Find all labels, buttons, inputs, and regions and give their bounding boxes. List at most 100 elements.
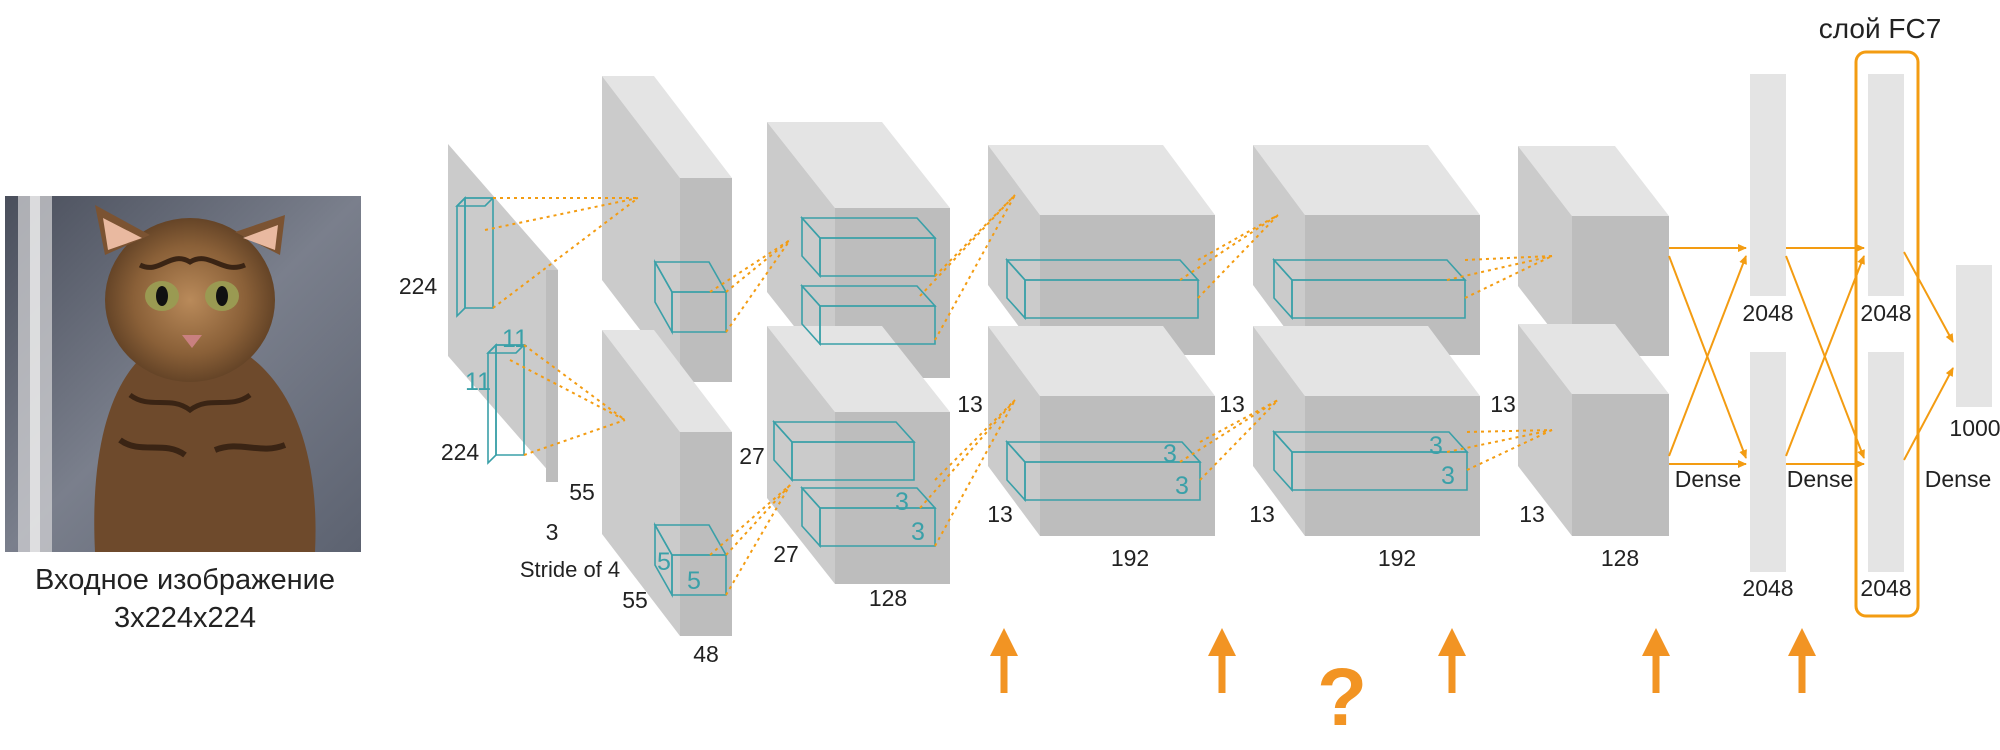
conv2-top-block-top bbox=[767, 122, 950, 208]
connector-conv4-conv5-2 bbox=[1464, 255, 1553, 299]
conv1-bottom-block-top bbox=[602, 330, 732, 432]
conv3-top-block-top bbox=[988, 145, 1215, 215]
label-input-height: 224 bbox=[399, 273, 438, 299]
input-caption-line2: 3x224x224 bbox=[114, 602, 256, 634]
conv3-kernel-top-side bbox=[1006, 257, 1026, 321]
connector-conv4-conv5-4 bbox=[1466, 429, 1553, 433]
connector-conv2-conv3-3 bbox=[919, 194, 1016, 297]
question-mark: ? bbox=[1317, 652, 1367, 743]
label-conv5-height: 13 bbox=[1490, 391, 1516, 417]
label-conv4-height: 13 bbox=[1219, 391, 1245, 417]
connector-conv4-conv5-1 bbox=[1464, 255, 1553, 261]
conv3-bottom-block-top bbox=[988, 326, 1215, 396]
input-kernel-bottom-side bbox=[487, 343, 497, 465]
connector-conv3-conv4-6 bbox=[1179, 399, 1279, 463]
conv3-kernel-bottom-side bbox=[1006, 439, 1026, 503]
arrow-fc2-output-top bbox=[1903, 251, 1954, 343]
label-dense-3: Dense bbox=[1925, 466, 1991, 492]
arrow-fc2-output-bottom bbox=[1903, 367, 1954, 461]
label-conv3-depth: 192 bbox=[1111, 545, 1149, 571]
connector-conv1-conv2-1 bbox=[709, 239, 791, 293]
connector-conv1-conv2-5 bbox=[725, 484, 791, 556]
conv2-kernel-bottom-1-side bbox=[773, 419, 793, 483]
label-input-width: 224 bbox=[441, 439, 480, 465]
connector-conv4-conv5-5 bbox=[1466, 429, 1553, 471]
conv2-kernel-top-2-side bbox=[801, 283, 821, 347]
label-kernel-11-b: 11 bbox=[465, 368, 491, 396]
label-conv3-width: 13 bbox=[987, 501, 1013, 527]
output-bar bbox=[1956, 265, 1992, 407]
conv3-top-block-side bbox=[988, 145, 1040, 355]
connector-conv3-conv4-2 bbox=[1197, 214, 1279, 299]
fc7-highlight-box bbox=[1854, 50, 1920, 618]
fc2-bottom-bar bbox=[1868, 352, 1904, 572]
conv3-bottom-block-side bbox=[988, 326, 1040, 536]
label-fc1-top: 2048 bbox=[1742, 300, 1793, 326]
label-conv5-depth: 128 bbox=[1601, 545, 1639, 571]
label-kernel-3-c: 3 bbox=[1163, 440, 1177, 468]
conv1-bottom-block-side bbox=[602, 330, 680, 636]
connector-conv2-conv3-6 bbox=[919, 399, 1016, 509]
conv2-kernel-bottom-2-side bbox=[801, 485, 821, 549]
input-volume-edge bbox=[546, 270, 558, 482]
conv1-kernel-top-side bbox=[654, 258, 673, 336]
fc1-bottom-bar bbox=[1750, 352, 1786, 572]
conv5-top-block-side bbox=[1518, 146, 1572, 356]
label-stride: Stride of 4 bbox=[520, 557, 620, 582]
label-kernel-11-a: 11 bbox=[502, 325, 528, 353]
conv4-kernel-top-side bbox=[1273, 257, 1293, 321]
connector-input-conv1-5 bbox=[509, 359, 626, 421]
arrow-fc1-fc2-cross-2 bbox=[1785, 255, 1865, 457]
conv4-top-block-top bbox=[1253, 145, 1480, 215]
label-output: 1000 bbox=[1949, 415, 2000, 441]
label-fc2-top: 2048 bbox=[1860, 300, 1911, 326]
conv4-bottom-block-top bbox=[1253, 326, 1480, 396]
fc2-top-bar bbox=[1868, 74, 1904, 296]
label-fc2-bottom: 2048 bbox=[1860, 575, 1911, 601]
connector-conv3-conv4-5 bbox=[1199, 399, 1279, 481]
label-conv4-width: 13 bbox=[1249, 501, 1275, 527]
label-kernel-5-a: 5 bbox=[657, 548, 671, 576]
label-conv2-height: 27 bbox=[739, 443, 765, 469]
label-conv2-depth: 128 bbox=[869, 585, 907, 611]
label-kernel-5-b: 5 bbox=[687, 567, 701, 595]
conv2-bottom-block-front bbox=[835, 412, 950, 584]
up-arrow-2-head bbox=[1208, 628, 1236, 656]
connector-conv3-conv4-3 bbox=[1179, 214, 1279, 281]
connector-conv1-conv2-6 bbox=[725, 484, 791, 596]
label-kernel-3-d: 3 bbox=[1175, 472, 1189, 500]
conv1-kernel-bottom-side bbox=[654, 521, 673, 599]
up-arrow-5-head bbox=[1788, 628, 1816, 656]
input-kernel-top-side bbox=[456, 196, 466, 318]
label-dense-1: Dense bbox=[1675, 466, 1741, 492]
label-input-depth: 3 bbox=[546, 519, 559, 545]
connector-conv2-conv3-1 bbox=[934, 194, 1016, 277]
label-kernel-3-b: 3 bbox=[911, 518, 925, 546]
label-kernel-3-e: 3 bbox=[1429, 432, 1443, 460]
label-kernel-3-a: 3 bbox=[895, 488, 909, 516]
conv1-bottom-block-front bbox=[680, 432, 732, 636]
label-fc7: слой FC7 bbox=[1819, 13, 1942, 44]
input-image bbox=[5, 196, 361, 552]
conv1-top-block-front bbox=[680, 178, 732, 382]
arrow-conv5-fc1-cross-2 bbox=[1668, 255, 1747, 457]
connector-conv1-conv2-3 bbox=[725, 239, 791, 333]
conv2-bottom-block-side bbox=[767, 326, 835, 584]
up-arrow-1-head bbox=[990, 628, 1018, 656]
label-conv4-depth: 192 bbox=[1378, 545, 1416, 571]
label-kernel-3-f: 3 bbox=[1441, 462, 1455, 490]
label-fc1-bottom: 2048 bbox=[1742, 575, 1793, 601]
fc1-top-bar bbox=[1750, 74, 1786, 296]
label-conv5-width: 13 bbox=[1519, 501, 1545, 527]
input-caption-line1: Входное изображение bbox=[35, 564, 335, 596]
conv5-bottom-block-top bbox=[1518, 324, 1669, 394]
conv5-top-block-top bbox=[1518, 146, 1669, 216]
up-arrow-4-head bbox=[1642, 628, 1670, 656]
up-arrow-3-head bbox=[1438, 628, 1466, 656]
conv1-top-block-top bbox=[602, 76, 732, 178]
label-conv1-height: 55 bbox=[569, 479, 595, 505]
label-conv3-height: 13 bbox=[957, 391, 983, 417]
conv4-bottom-block-front bbox=[1305, 396, 1480, 536]
